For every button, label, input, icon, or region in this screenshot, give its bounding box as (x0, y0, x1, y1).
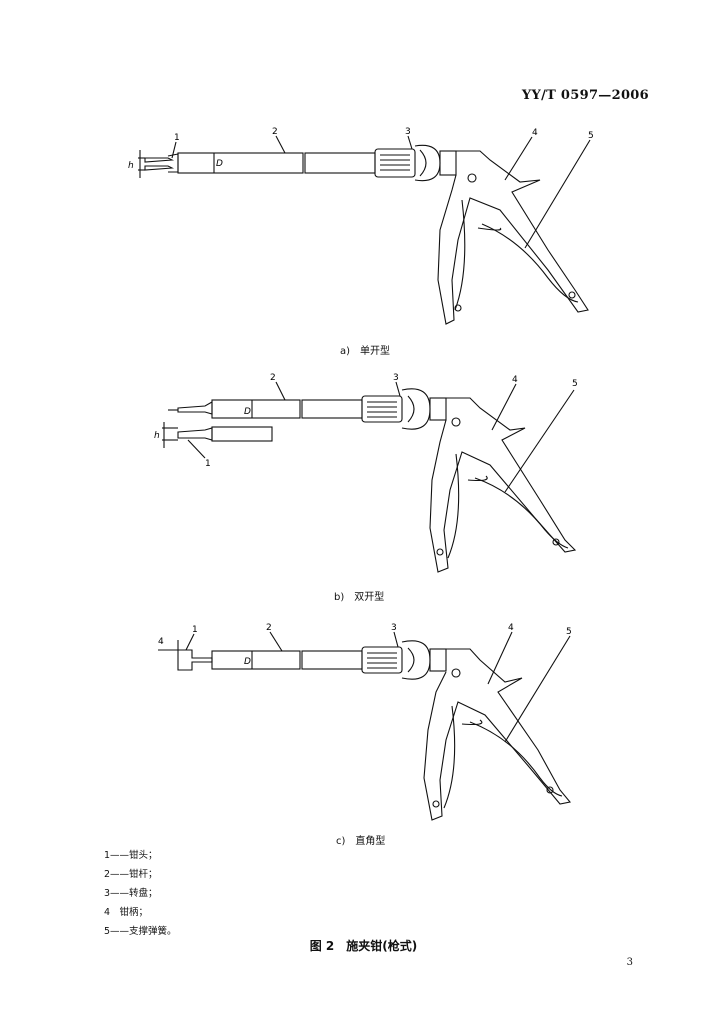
caption-a: a) 单开型 (340, 346, 391, 357)
dim-label-d: D (244, 407, 251, 417)
legend-item: 3——转盘； (104, 888, 158, 899)
page-number: 3 (626, 957, 633, 968)
figure-c-right-angle: 1 2 3 4 5 4 D (158, 623, 572, 821)
part-number-2: 2 (266, 623, 272, 633)
legend-item: 4 钳柄； (104, 907, 149, 918)
dim-label-d: D (244, 657, 251, 667)
dim-label-h: h (128, 161, 134, 171)
part-number-1: 1 (192, 625, 198, 635)
legend-item: 1——钳头； (104, 850, 158, 861)
part-number-1: 1 (205, 459, 211, 469)
dim-label-d: D (216, 159, 223, 169)
part-number-2: 2 (272, 127, 278, 137)
part-number-5: 5 (572, 379, 578, 389)
part-number-3: 3 (405, 127, 411, 137)
part-number-3: 3 (393, 373, 399, 383)
figure-b-double-open: 2 3 4 5 1 h D (154, 373, 578, 573)
legend-item: 2——钳杆； (104, 869, 158, 880)
part-number-2: 2 (270, 373, 276, 383)
dim-label-4: 4 (158, 637, 164, 647)
part-number-1: 1 (174, 133, 180, 143)
part-number-4: 4 (532, 128, 538, 138)
part-number-5: 5 (588, 131, 594, 141)
standard-number: YY/T 0597—2006 (521, 88, 649, 103)
part-number-4: 4 (512, 375, 518, 385)
legend-item: 5——支撑弹簧。 (104, 926, 177, 937)
figure-a-single-open: 1 2 3 4 5 h D (128, 127, 594, 325)
dim-label-h: h (154, 431, 160, 441)
part-number-3: 3 (391, 623, 397, 633)
caption-c: c) 直角型 (336, 836, 386, 847)
parts-legend: 1——钳头； 2——钳杆； 3——转盘； 4 钳柄； 5——支撑弹簧。 (104, 846, 177, 941)
part-number-4: 4 (508, 623, 514, 633)
part-number-5: 5 (566, 627, 572, 637)
caption-b: b) 双开型 (334, 592, 385, 603)
figure-title: 图 2 施夹钳(枪式) (309, 939, 418, 953)
